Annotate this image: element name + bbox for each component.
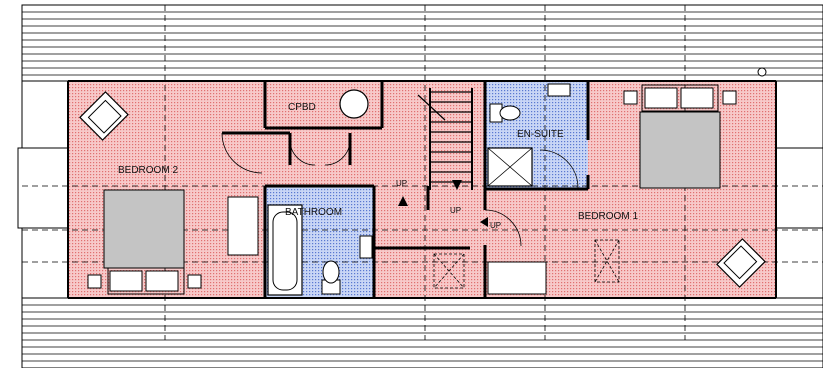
armchair-1: [716, 238, 766, 288]
roof-bottom: [21, 297, 823, 369]
roof-top: [21, 4, 823, 82]
stair-arrows: [398, 180, 488, 227]
label-ensuite: EN-SUITE: [517, 129, 564, 140]
toilet-bathroom: [321, 260, 341, 295]
rooflight-2: [433, 253, 465, 289]
label-cpbd: CPBD: [288, 102, 316, 113]
basin-ensuite: [547, 83, 571, 97]
wardrobe-1: [487, 261, 547, 295]
bed-2: [87, 189, 202, 295]
label-up-1: UP: [396, 179, 407, 188]
bed-1: [623, 84, 737, 189]
bathtub: [267, 204, 303, 296]
label-bathroom: BATHROOM: [285, 207, 342, 218]
dormer-right: [771, 147, 823, 229]
shower-tray: [487, 147, 533, 187]
staircase: [417, 88, 473, 190]
label-up-3: UP: [490, 221, 501, 230]
dormer-left: [17, 147, 71, 229]
toilet-ensuite: [489, 103, 521, 123]
vent-icon: [757, 67, 767, 77]
wardrobe-2: [227, 196, 259, 256]
basin-bathroom: [359, 235, 373, 259]
label-up-2: UP: [450, 206, 461, 215]
landing-area: [265, 81, 485, 186]
label-bedroom2: BEDROOM 2: [118, 165, 178, 176]
hot-water-cylinder: [339, 89, 369, 119]
armchair-2: [79, 91, 129, 141]
rooflight-1: [594, 239, 620, 283]
door-swings: [221, 132, 579, 247]
label-bedroom1: BEDROOM 1: [578, 211, 638, 222]
